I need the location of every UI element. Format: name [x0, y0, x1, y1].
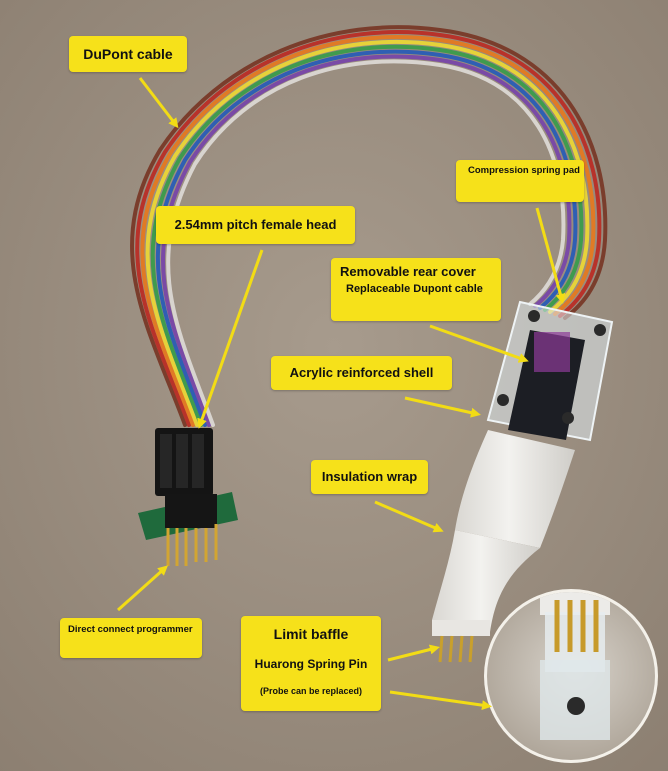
probe-body [432, 300, 614, 663]
label-direct-connect-programmer: Direct connect programmer [60, 618, 202, 658]
label-limit-baffle-title: Limit baffle [273, 626, 349, 642]
label-compression-spring-pad: Compression spring pad [456, 160, 584, 202]
arrow-dupont [138, 77, 179, 129]
label-probe-replaced: (Probe can be replaced) [259, 686, 363, 696]
arrow-spring-pin [389, 690, 492, 711]
label-spring-pin: Huarong Spring Pin [254, 657, 368, 671]
arrow-programmer [117, 565, 168, 612]
arrow-header [197, 249, 264, 429]
label-limit-baffle: Limit baffle Huarong Spring Pin (Probe c… [241, 616, 381, 711]
arrow-rear-cover [429, 324, 529, 363]
ribbon-cable [130, 25, 608, 427]
label-rear-cover: Removable rear cover Replaceable Dupont … [331, 258, 501, 321]
pointer-arrows [117, 77, 566, 711]
female-header-connector [138, 428, 238, 566]
label-rear-cover-title: Removable rear cover [340, 264, 476, 279]
arrow-insulation [374, 500, 444, 533]
arrow-limit-baffle [387, 644, 440, 662]
label-dupont-cable: DuPont cable [69, 36, 187, 72]
label-acrylic-shell: Acrylic reinforced shell [271, 356, 452, 390]
label-female-head: 2.54mm pitch female head [156, 206, 355, 244]
magnified-probe-tip [484, 589, 658, 763]
arrow-shell [404, 396, 481, 418]
label-insulation-wrap: Insulation wrap [311, 460, 428, 494]
arrow-spring-pad [535, 207, 566, 304]
label-replaceable-cable: Replaceable Dupont cable [346, 283, 483, 295]
